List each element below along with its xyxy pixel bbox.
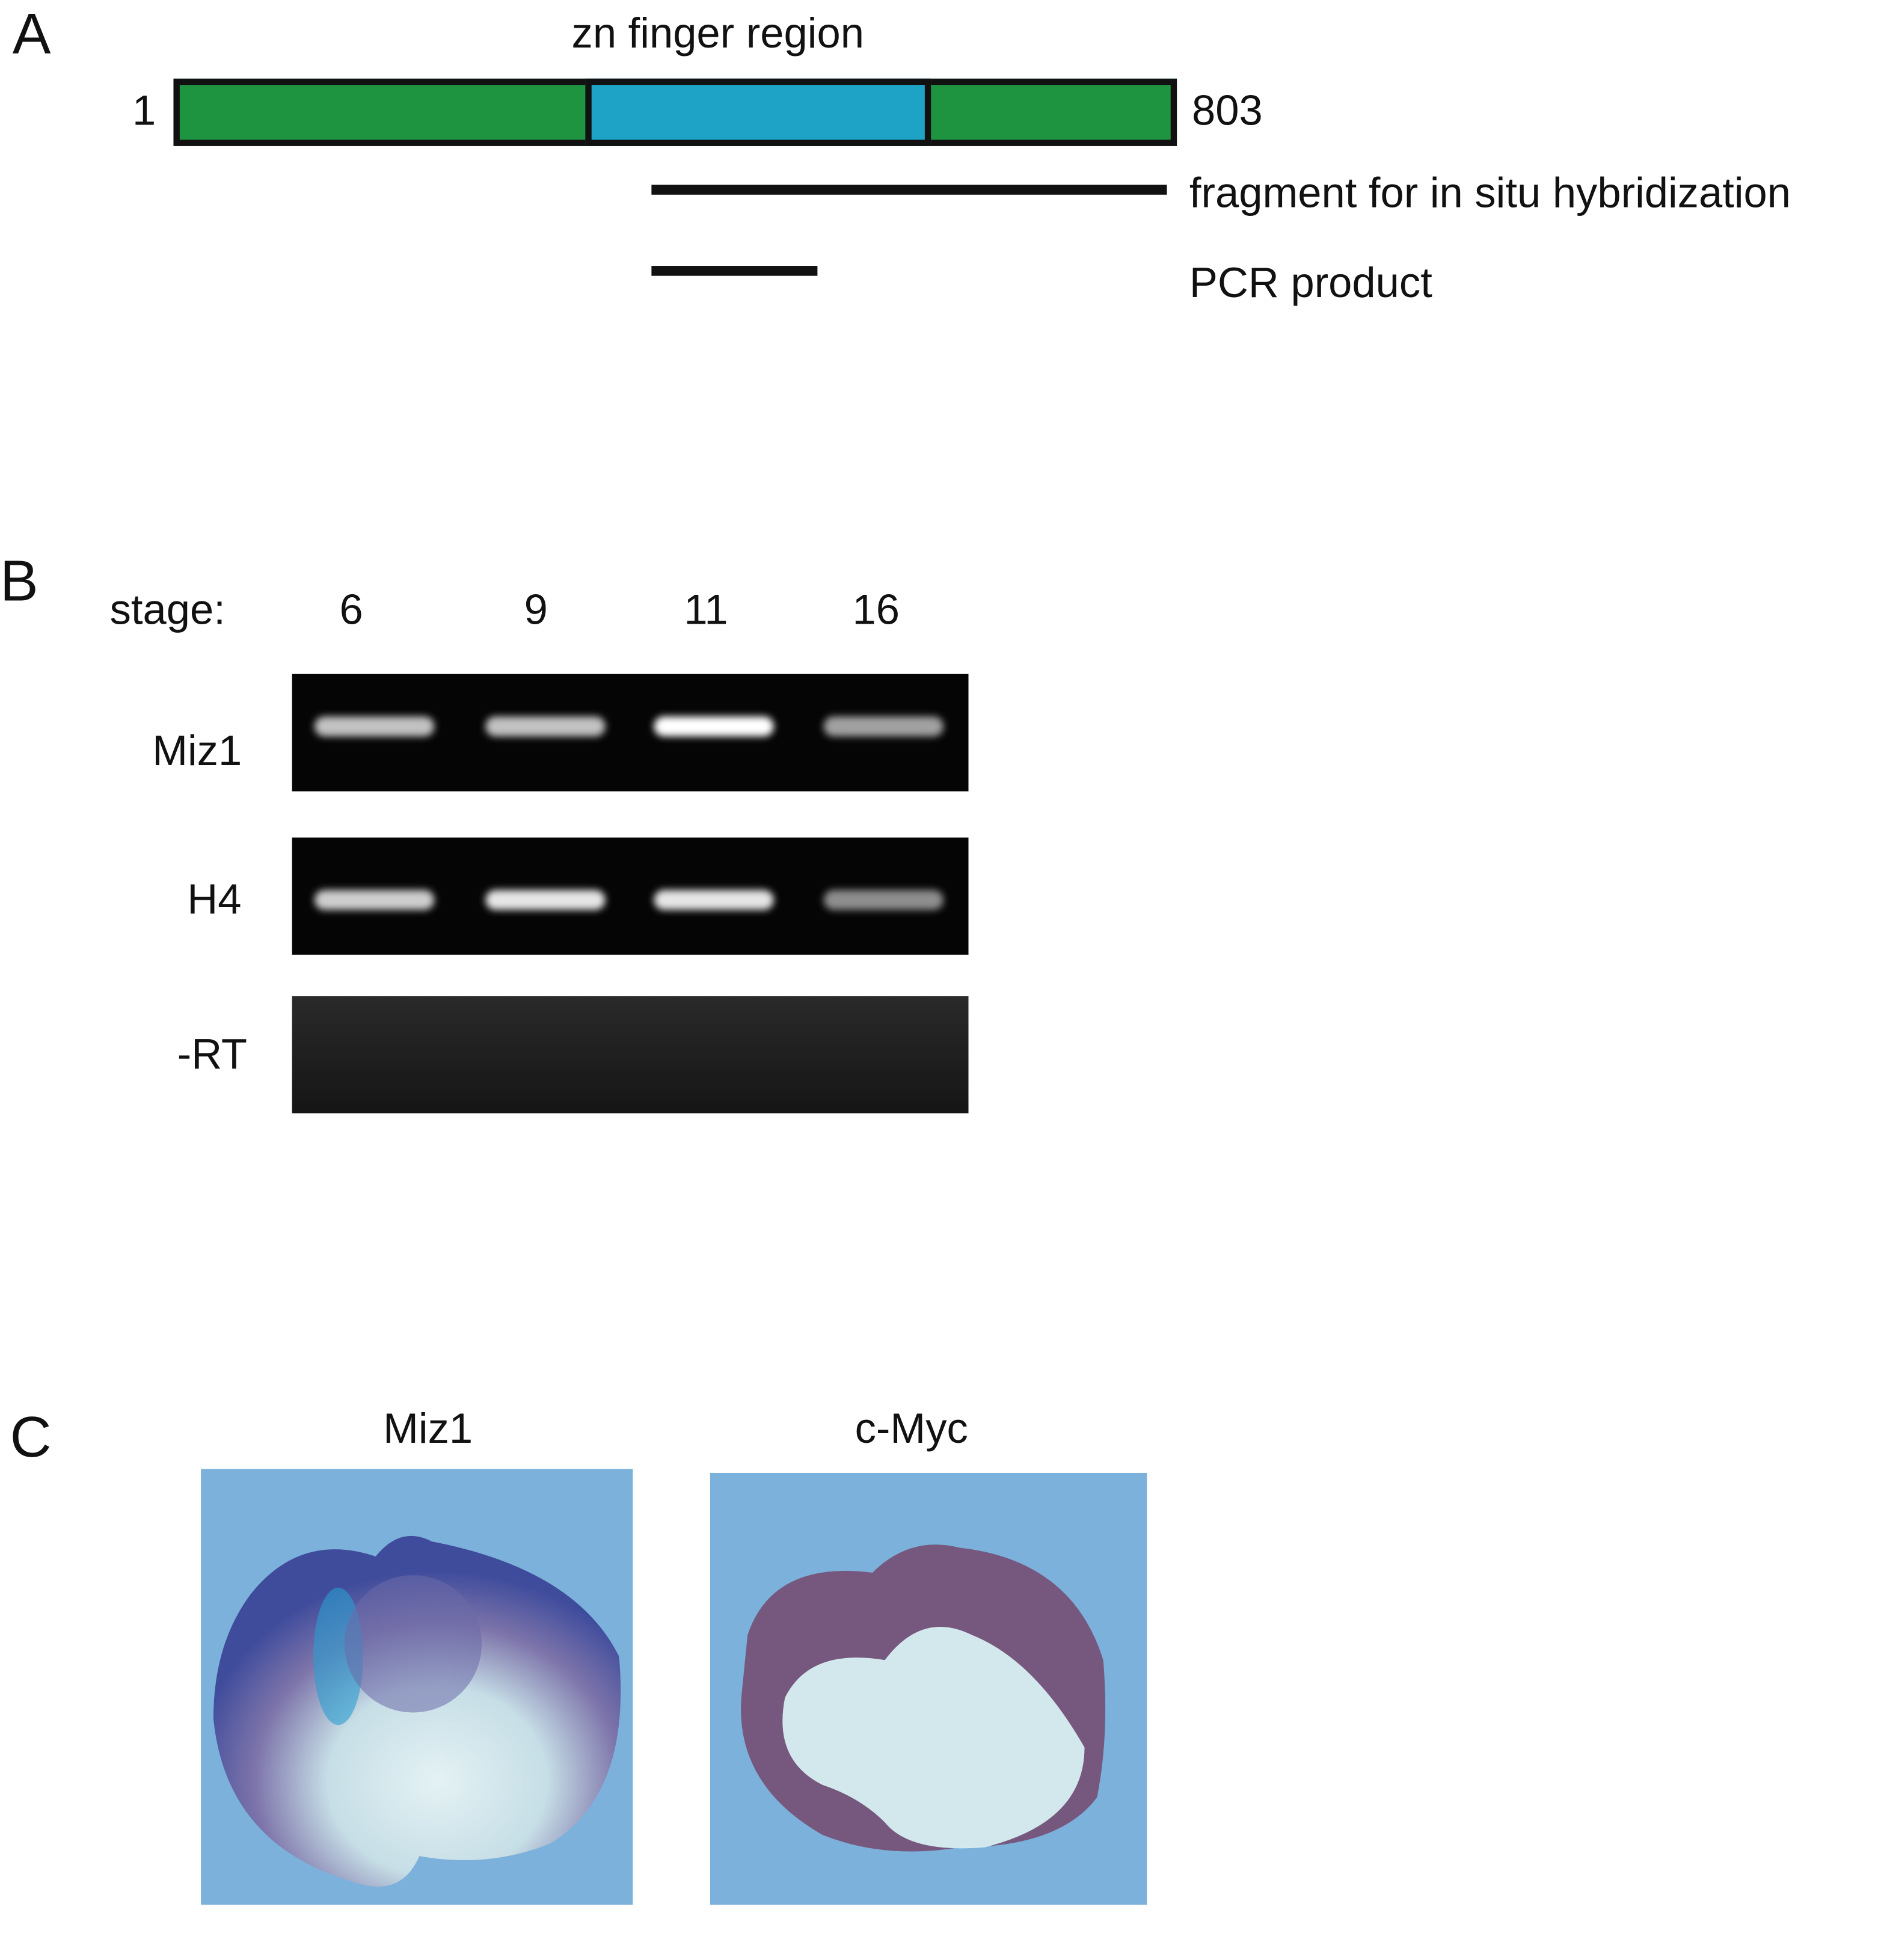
gel-band: [314, 716, 435, 737]
zn-finger-label: zn finger region: [571, 10, 864, 58]
image-label-c-myc: c-Myc: [855, 1405, 968, 1453]
gel-label-miz1: Miz1: [152, 727, 242, 775]
panel-b-letter: B: [0, 548, 38, 613]
panel-c-letter: C: [10, 1404, 52, 1469]
gel-band: [823, 889, 944, 910]
embryo-image-miz1: [201, 1469, 633, 1905]
in-situ-fragment-label: fragment for in situ hybridization: [1189, 170, 1791, 218]
embryo-image-c-myc: [710, 1472, 1147, 1905]
gel-band: [654, 889, 774, 910]
panel-a-letter: A: [12, 1, 51, 66]
gel-label-h4: H4: [187, 876, 242, 924]
stage-label: stage:: [109, 586, 226, 634]
stage-16: 16: [852, 586, 900, 634]
gel-band: [654, 716, 774, 737]
gel-miz1: [292, 674, 969, 791]
pcr-product-line: [651, 266, 818, 276]
stage-6: 6: [339, 586, 363, 634]
unstained-region: [782, 1626, 1085, 1849]
start-residue: 1: [132, 87, 156, 135]
end-residue: 803: [1192, 87, 1263, 135]
gel-label-minus-rt: -RT: [177, 1031, 247, 1079]
protein-domain-bar: [173, 78, 1177, 146]
gel-band: [485, 889, 606, 910]
pcr-product-label: PCR product: [1189, 259, 1432, 307]
zn-finger-region: [585, 78, 931, 146]
gel-band: [823, 716, 944, 737]
gel-h4: [292, 837, 969, 955]
stage-11: 11: [684, 586, 728, 634]
gel-minus-rt: [292, 996, 969, 1114]
gel-band: [314, 889, 435, 910]
in-situ-fragment-line: [651, 185, 1167, 195]
image-label-miz1: Miz1: [383, 1405, 473, 1453]
gel-band: [485, 716, 606, 737]
stage-9: 9: [524, 586, 548, 634]
